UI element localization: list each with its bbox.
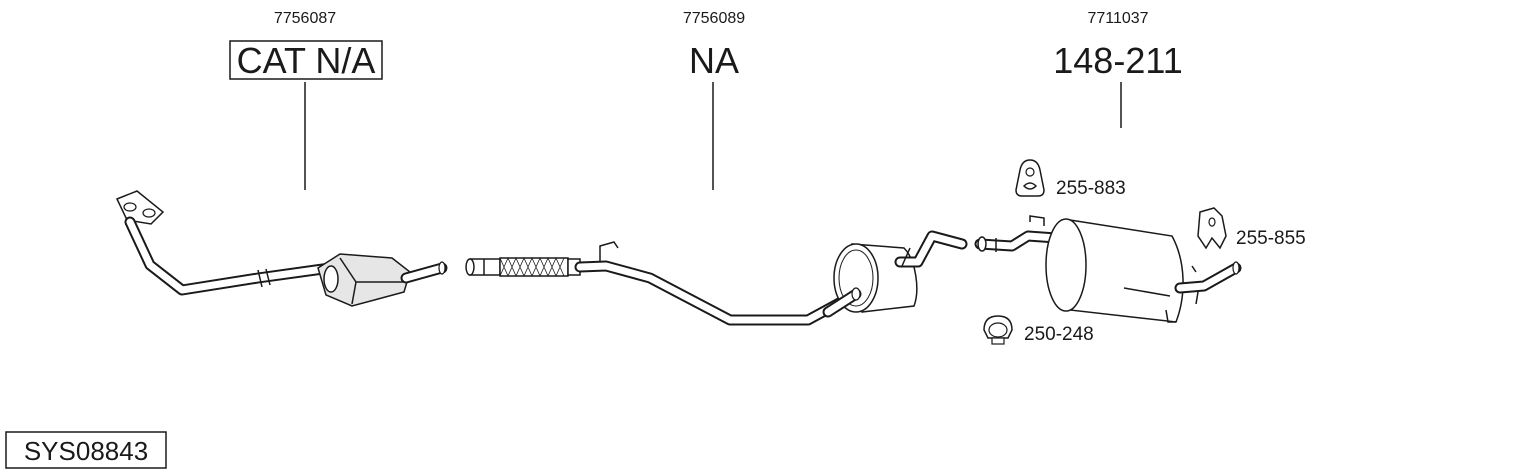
- part-2-oe-number: 7756089: [683, 10, 745, 27]
- rubber-hanger-icon: [1197, 207, 1227, 250]
- system-id-box: SYS08843: [5, 431, 167, 469]
- accessory-3-code: 250-248: [1024, 324, 1094, 345]
- part-3-oe-number: 7711037: [1087, 10, 1148, 27]
- accessory-rubber-mount-255-883[interactable]: 255-883: [1015, 159, 1126, 199]
- part-flex-pipe-middle-silencer[interactable]: 7756089 NA: [465, 10, 968, 326]
- part-1-code-box: [229, 40, 383, 80]
- part-3-hanger: [1029, 215, 1045, 226]
- part-1-flange-hole: [123, 202, 137, 212]
- part-3-code: 148-211: [1053, 40, 1182, 81]
- accessory-rubber-mount-255-855[interactable]: 255-855: [1197, 207, 1306, 250]
- rear-silencer-body: [1069, 219, 1184, 323]
- accessory-1-code: 255-883: [1056, 178, 1126, 199]
- part-rear-silencer[interactable]: 7711037 148-211: [974, 10, 1242, 323]
- part-1-flange-hole: [142, 208, 156, 218]
- accessory-clamp-250-248[interactable]: 250-248: [983, 315, 1094, 345]
- part-1-code: CAT N/A: [237, 40, 376, 81]
- part-2-code: NA: [689, 40, 739, 81]
- accessory-2-code: 255-855: [1236, 228, 1306, 249]
- system-id: SYS08843: [24, 436, 148, 466]
- rubber-mount-icon: [1015, 159, 1045, 197]
- part-1-oe-number: 7756087: [274, 10, 336, 27]
- part-front-pipe-catalyst[interactable]: 7756087 CAT N/A: [115, 10, 448, 307]
- part-2-hanger: [599, 241, 619, 262]
- flex-pipe-braid: [499, 257, 569, 277]
